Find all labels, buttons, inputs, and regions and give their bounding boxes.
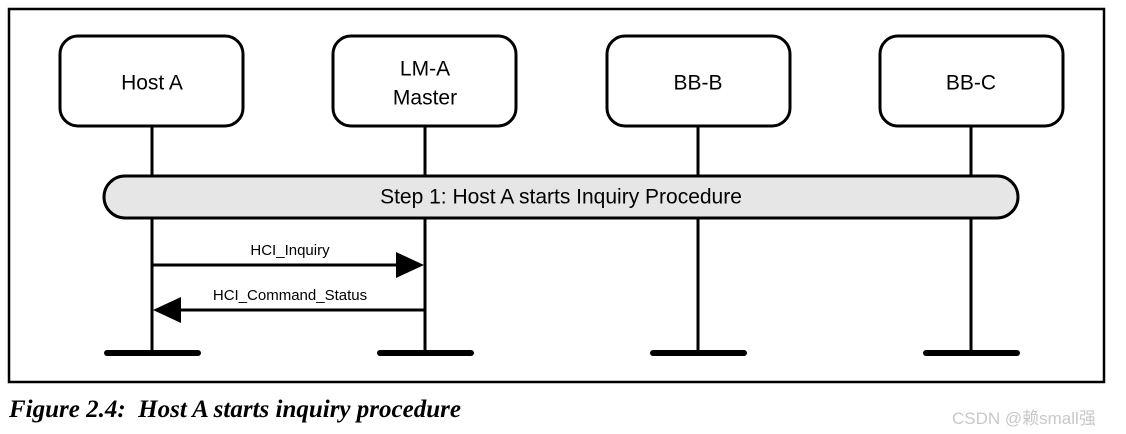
- participant-box-rect-bb-b: [605, 34, 792, 128]
- participant-box-host-a[interactable]: Host A: [58, 34, 245, 128]
- participant-box-rect-bb-c: [878, 34, 1065, 128]
- participant-box-rect-lm-a: [331, 34, 518, 128]
- arrowhead-left-hci-command-status: [153, 297, 181, 323]
- lifeline-terminator-host-a: [104, 350, 201, 356]
- participant-label-bb-c: BB-C: [946, 72, 996, 95]
- message-hci-inquiry[interactable]: HCI_Inquiry: [152, 242, 424, 278]
- participant-label-lm-a-line1: LM-A: [400, 58, 450, 81]
- lifeline-lines: [150, 126, 973, 353]
- message-hci-command-status[interactable]: HCI_Command_Status: [153, 287, 425, 323]
- step-bar-rect: [102, 174, 1020, 220]
- lifeline-terminators: [104, 350, 1020, 356]
- participant-box-lm-a[interactable]: LM-A Master: [331, 34, 518, 128]
- lifeline-terminator-bb-b: [650, 350, 747, 356]
- arrowhead-right-hci-inquiry: [396, 252, 424, 278]
- participant-box-bb-b[interactable]: BB-B: [605, 34, 792, 128]
- lifeline-terminator-bb-c: [923, 350, 1020, 356]
- participant-label-host-a: Host A: [121, 72, 183, 95]
- participant-box-bb-c[interactable]: BB-C: [878, 34, 1065, 128]
- message-label-hci-command-status: HCI_Command_Status: [213, 287, 367, 304]
- step-bar-label: Step 1: Host A starts Inquiry Procedure: [380, 186, 742, 209]
- participant-label-lm-a-line2: Master: [393, 87, 457, 110]
- csdn-watermark: CSDN @赖small强: [952, 409, 1096, 428]
- participant-box-rect-host-a: [58, 34, 245, 128]
- participant-label-bb-b: BB-B: [673, 72, 722, 95]
- figure-caption: Figure 2.4: Host A starts inquiry proced…: [9, 396, 461, 423]
- step-bar[interactable]: Step 1: Host A starts Inquiry Procedure: [102, 174, 1020, 220]
- lifeline-terminator-lm-a: [377, 350, 474, 356]
- message-label-hci-inquiry: HCI_Inquiry: [250, 242, 330, 259]
